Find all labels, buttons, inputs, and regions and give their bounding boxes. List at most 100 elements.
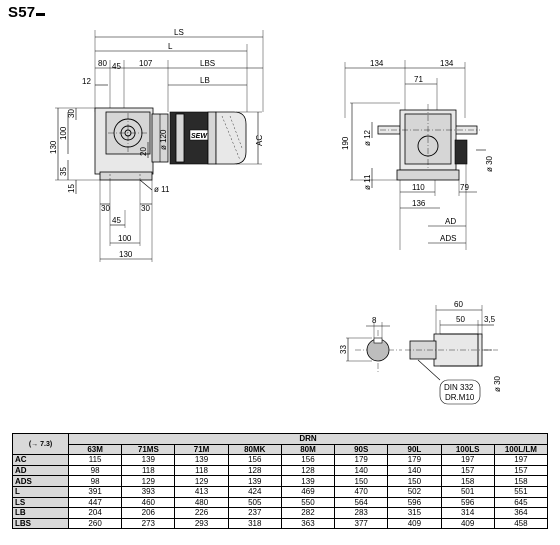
table-cell: 156 (227, 454, 282, 466)
table-cell: 115 (67, 454, 123, 466)
table-cell: 139 (174, 454, 229, 466)
dim-AC: AC (255, 135, 264, 146)
table-cell: 118 (174, 464, 229, 477)
dim-AD: AD (445, 217, 456, 226)
end-view-drawing: 134 134 71 190 ø 12 ø 11 ø 30 110 (341, 59, 494, 250)
dim-134-left: 134 (370, 59, 384, 68)
dim-110: 110 (412, 183, 425, 192)
table-cell: 158 (440, 475, 495, 487)
dim-30-right: 30 (141, 204, 150, 213)
dim-LS: LS (174, 28, 184, 37)
dim-190: 190 (341, 136, 350, 150)
column-header: 80M (280, 443, 336, 456)
table-cell: 204 (67, 507, 123, 519)
table-cell: 501 (440, 485, 495, 498)
table-cell: 197 (440, 454, 495, 466)
table-cell: 470 (334, 485, 389, 498)
dim-130-height: 130 (49, 140, 58, 154)
table-cell: 273 (121, 517, 176, 530)
table-cell: 118 (121, 464, 176, 477)
dim-15: 15 (67, 184, 76, 193)
table-cell: 129 (174, 475, 229, 487)
dim-71: 71 (414, 75, 423, 84)
dim-LB: LB (200, 76, 210, 85)
table-cell: 315 (387, 507, 442, 519)
table-cell: 237 (227, 507, 282, 519)
table-cell: 377 (334, 517, 389, 530)
page-title: S57 (8, 4, 46, 21)
table-cell: 551 (493, 485, 549, 498)
table-ref-cell: (→ 7.3) (12, 432, 69, 456)
table-cell: 157 (493, 464, 549, 477)
column-header: 71M (174, 443, 229, 456)
table-cell: 157 (440, 464, 495, 477)
row-label: ADS (12, 475, 69, 487)
column-header: 100L/LM (493, 443, 549, 456)
dim-ADS: ADS (440, 234, 456, 243)
table-cell: 424 (227, 485, 282, 498)
column-header: 80MK (227, 443, 282, 456)
dim-LBS: LBS (200, 59, 215, 68)
table-cell: 409 (440, 517, 495, 530)
shaft-detail-drawing: 8 33 60 50 3,5 ø 30 DIN 332 DR.M10 (339, 300, 502, 405)
table-cell: 314 (440, 507, 495, 519)
drm10-label: DR.M10 (445, 393, 475, 402)
table-cell: 98 (67, 475, 123, 487)
dim-134-right: 134 (440, 59, 454, 68)
dim-100-bottom: 100 (118, 234, 132, 243)
dim-8: 8 (372, 316, 377, 325)
table-cell: 156 (280, 454, 336, 466)
column-header: 100LS (440, 443, 495, 456)
table-cell: 550 (280, 496, 336, 509)
dim-60: 60 (454, 300, 463, 309)
row-label: LBS (12, 517, 69, 530)
dim-79: 79 (460, 183, 469, 192)
din-332-label: DIN 332 (444, 383, 474, 392)
table-cell: 150 (387, 475, 442, 487)
dim-30-top: 30 (67, 109, 76, 118)
table-cell: 318 (227, 517, 282, 530)
dim-136: 136 (412, 199, 426, 208)
dim-45-bottom: 45 (112, 216, 121, 225)
dim-33: 33 (339, 345, 348, 354)
table-cell: 502 (387, 485, 442, 498)
table-cell: 469 (280, 485, 336, 498)
ref-label: (→ 7.3) (28, 441, 53, 449)
table-cell: 179 (334, 454, 389, 466)
dim-107: 107 (139, 59, 153, 68)
dim-45: 45 (112, 62, 121, 71)
table-cell: 139 (280, 475, 336, 487)
table-cell: 128 (227, 464, 282, 477)
motor-logo: SEW (191, 133, 208, 140)
table-cell: 260 (67, 517, 123, 530)
table-cell: 458 (493, 517, 549, 530)
table-cell: 206 (121, 507, 176, 519)
dim-d11: ø 11 (363, 174, 372, 190)
column-header: 90L (387, 443, 442, 456)
dim-d30-shaft: ø 30 (493, 375, 502, 392)
table-cell: 129 (121, 475, 176, 487)
dim-L: L (168, 42, 173, 51)
table-cell: 98 (67, 464, 123, 477)
dim-20: 20 (139, 147, 148, 156)
table-cell: 179 (387, 454, 442, 466)
dim-d11: ø 11 (154, 185, 170, 194)
table-cell: 413 (174, 485, 229, 498)
dim-d30-end: ø 30 (485, 155, 494, 172)
table-cell: 391 (67, 485, 123, 498)
table-cell: 139 (227, 475, 282, 487)
table-cell: 150 (334, 475, 389, 487)
table-cell: 283 (334, 507, 389, 519)
table-cell: 480 (174, 496, 229, 509)
table-cell: 596 (387, 496, 442, 509)
table-cell: 645 (493, 496, 549, 509)
